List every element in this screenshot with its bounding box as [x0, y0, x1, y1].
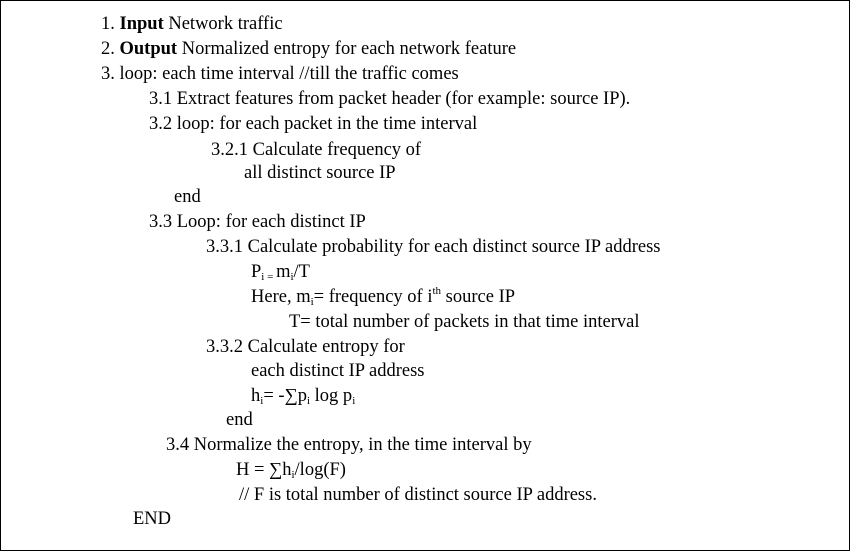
formula-subscript: i =: [261, 271, 277, 283]
formula-subscript: i: [291, 469, 295, 481]
formula-subscript: i: [352, 395, 356, 407]
step-3-2: 3.2 loop: for each packet in the time in…: [149, 114, 478, 134]
step-3-3-2: 3.3.2 Calculate entropy for: [206, 337, 405, 357]
formula-subscript: i: [290, 271, 294, 283]
step-text: Network traffic: [163, 14, 283, 34]
normalized-entropy-formula: H = ∑hi/log(F): [236, 459, 346, 481]
probability-formula: Pi = mi/T: [251, 261, 310, 283]
formula-part: H = ∑h: [236, 460, 292, 480]
step-3-3: 3.3 Loop: for each distinct IP: [149, 212, 366, 232]
formula-part: P: [251, 262, 262, 282]
definition-superscript: th: [432, 285, 442, 297]
formula-subscript: i: [306, 395, 311, 407]
step-2-output: 2. Output Normalized entropy for each ne…: [101, 38, 516, 60]
total-packets-definition: T= total number of packets in that time …: [289, 312, 640, 332]
step-number: 2.: [101, 39, 120, 59]
formula-subscript: i: [260, 395, 264, 407]
step-1-input: 1. Input Network traffic: [101, 13, 283, 35]
definition-part: = frequency of i: [313, 287, 433, 307]
formula-part: /log(F): [294, 460, 346, 480]
formula-part: m: [276, 262, 291, 282]
formula-part: h: [251, 386, 261, 406]
step-3-4: 3.4 Normalize the entropy, in the time i…: [166, 435, 532, 455]
keyword-output: Output: [119, 39, 178, 59]
definition-part: Here, m: [251, 287, 311, 307]
formula-part: = -∑p: [263, 386, 307, 406]
step-3-1: 3.1 Extract features from packet header …: [149, 89, 631, 109]
step-number: 1.: [101, 14, 120, 34]
end-loop-3-2: end: [174, 187, 201, 207]
step-3-3-2-cont: each distinct IP address: [251, 361, 425, 381]
end-loop-3-3: end: [226, 410, 253, 430]
keyword-input: Input: [119, 14, 164, 34]
step-3-2-1: 3.2.1 Calculate frequency of: [211, 140, 422, 160]
definition-subscript: i: [310, 296, 314, 308]
formula-part: log p: [310, 386, 353, 406]
distinct-ip-comment: // F is total number of distinct source …: [239, 485, 597, 505]
formula-part: /T: [293, 262, 310, 282]
definition-part: source IP: [441, 287, 516, 307]
end-algorithm: END: [133, 509, 172, 529]
frequency-definition: Here, mi= frequency of ith source IP: [251, 286, 515, 308]
step-3-loop: 3. loop: each time interval //till the t…: [101, 64, 459, 84]
step-3-3-1: 3.3.1 Calculate probability for each dis…: [206, 237, 661, 257]
step-text: Normalized entropy for each network feat…: [177, 39, 517, 59]
step-3-2-1-cont: all distinct source IP: [244, 163, 396, 183]
entropy-formula: hi= -∑pi log pi: [251, 385, 355, 407]
